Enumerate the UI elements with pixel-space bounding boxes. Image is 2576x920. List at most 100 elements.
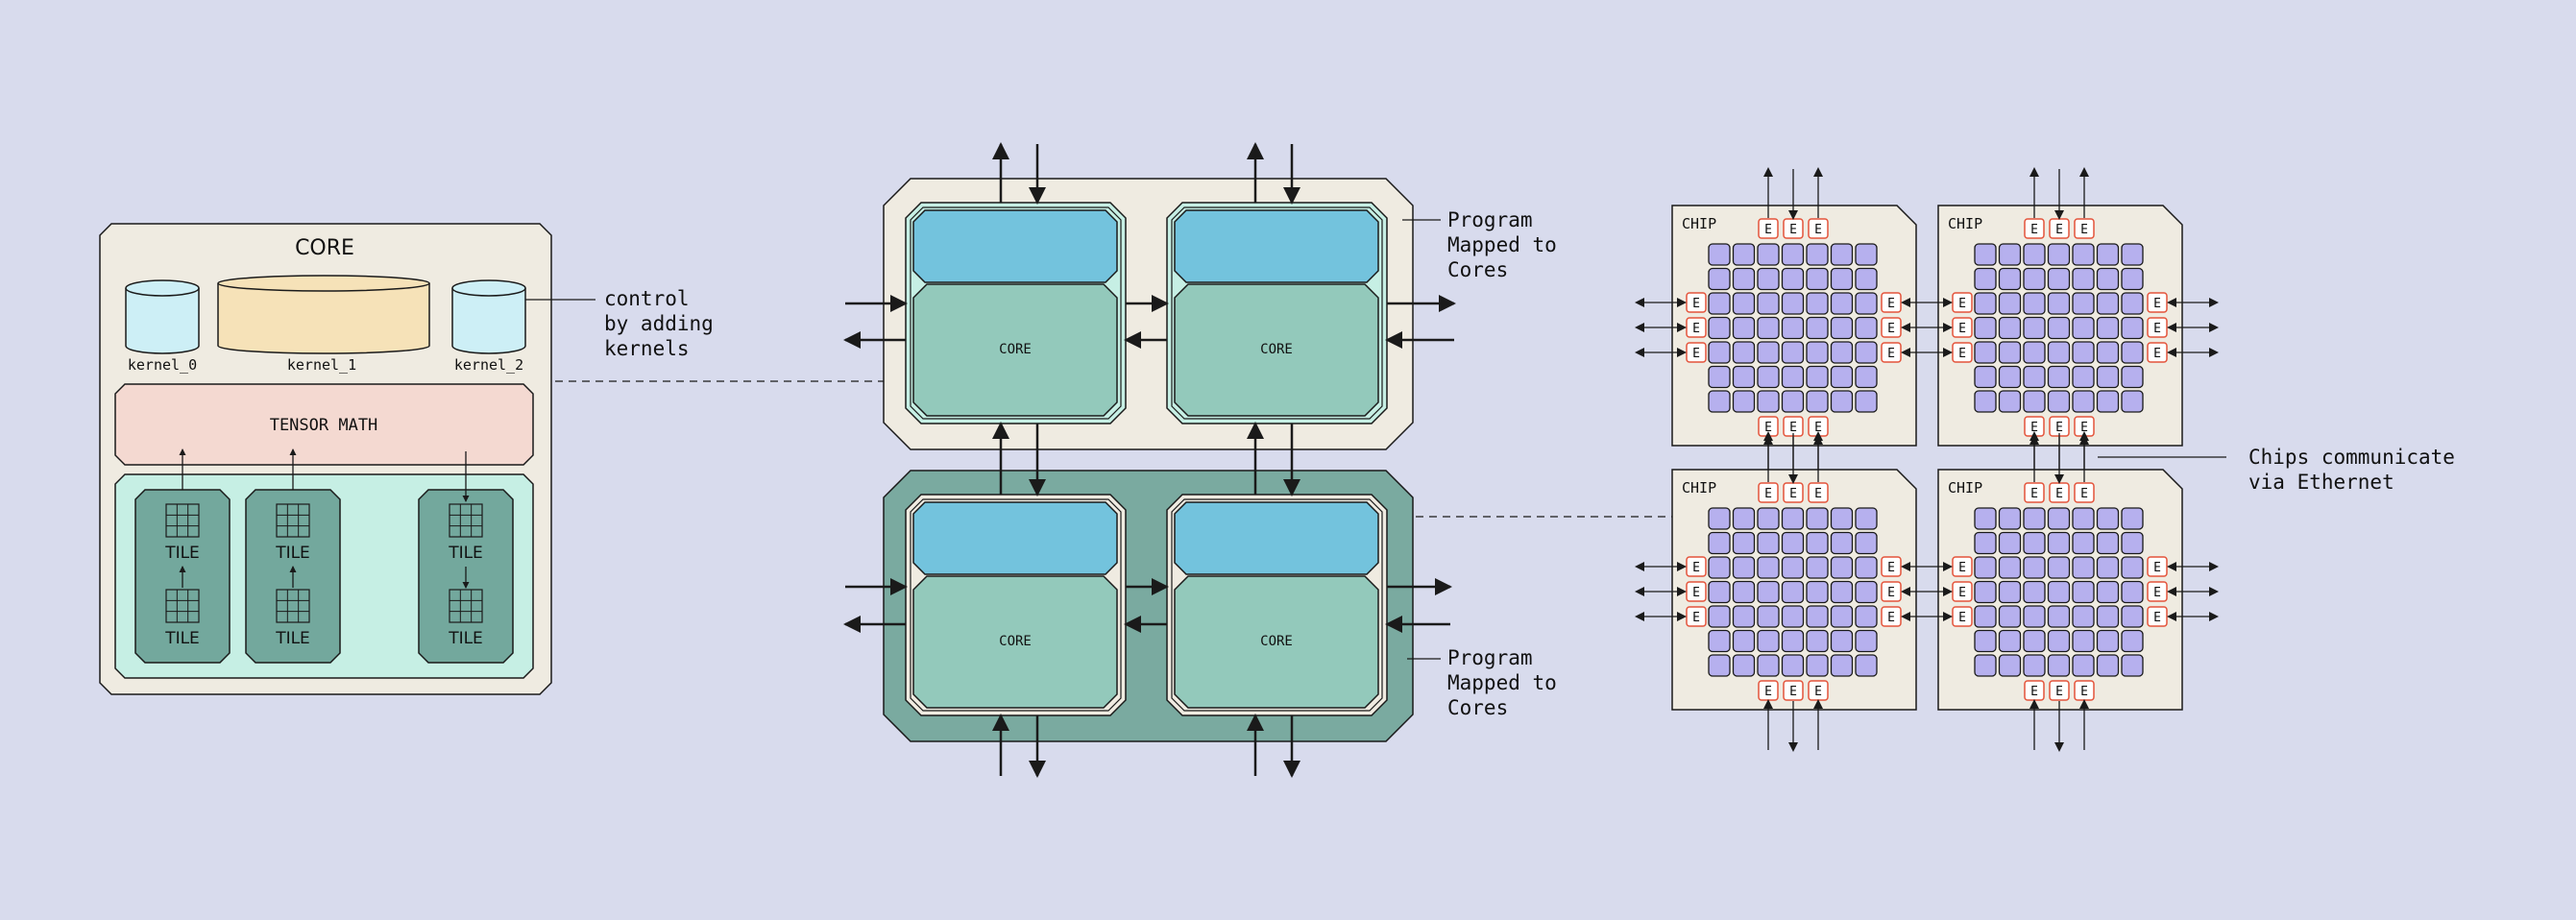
chip-compute-tile [1732, 341, 1756, 364]
chips-note-line-2: via Ethernet [2248, 471, 2394, 494]
ethernet-port-top [1758, 218, 1779, 239]
chip-compute-tile [2072, 365, 2095, 389]
chip-compute-tile [2072, 341, 2095, 364]
chip-compute-tile [1806, 267, 1829, 291]
chip-compute-tile [2096, 243, 2120, 266]
ethernet-port-right-label: E [1887, 297, 1895, 311]
ethernet-port-top-label: E [1789, 487, 1797, 501]
chip-compute-tile [1998, 580, 2022, 604]
chip-compute-tile [2023, 365, 2046, 389]
tensor-math-box [114, 383, 534, 466]
kernel-0-label: kernel_0 [128, 356, 197, 374]
chip-compute-tile [2121, 629, 2144, 653]
chip-compute-tile [1757, 316, 1780, 340]
chip-compute-tile [2047, 267, 2071, 291]
chip-compute-tile [1974, 507, 1997, 530]
chip-compute-tile [1781, 341, 1805, 364]
core-top-left-inner-border [910, 206, 1122, 420]
chips-note: Chips communicate via Ethernet [2248, 446, 2467, 494]
chip-compute-tile [1732, 292, 1756, 315]
chip-compute-tile [1830, 365, 1854, 389]
chip-compute-tile [2047, 390, 2071, 413]
chip-compute-tile [1781, 316, 1805, 340]
chip-compute-tile [1830, 580, 1854, 604]
tile-label: TILE [448, 544, 483, 563]
kernel-0-cylinder [125, 279, 200, 354]
chip-compute-tile [2047, 605, 2071, 628]
core-top-right-compute-block [1174, 283, 1379, 417]
ethernet-port-top-label: E [2080, 223, 2088, 237]
ethernet-port-top-label: E [2055, 223, 2063, 237]
chip-compute-tile [1806, 341, 1829, 364]
chip-compute-tile [1732, 654, 1756, 677]
chip-compute-tile [2121, 292, 2144, 315]
ethernet-port-top [1808, 482, 1829, 503]
chip-compute-tile [2047, 316, 2071, 340]
kernels-note-line-3: kernels [604, 337, 690, 360]
chip-compute-tile [1757, 629, 1780, 653]
chip-compute-tile [1830, 556, 1854, 579]
chip-compute-tile [2096, 292, 2120, 315]
core-bottom-left-label: CORE [999, 634, 1032, 649]
ethernet-port-left [1952, 292, 1973, 313]
chip-compute-tile [2121, 316, 2144, 340]
chip-compute-tile [1855, 556, 1878, 579]
ethernet-port-top-label: E [1814, 223, 1822, 237]
chip-compute-tile [1855, 316, 1878, 340]
chip-compute-tile [1998, 605, 2022, 628]
chip-compute-tile [1974, 556, 1997, 579]
core-top-left-compute-block [912, 283, 1118, 417]
chip-compute-tile [1781, 365, 1805, 389]
chip-compute-tile [1757, 365, 1780, 389]
chip-compute-tile [1974, 580, 1997, 604]
chip-compute-tile [1732, 365, 1756, 389]
kernel-2-label: kernel_2 [454, 356, 523, 374]
ethernet-port-top-label: E [2080, 487, 2088, 501]
chip-compute-tile [1781, 580, 1805, 604]
program-note-top-line-3: Cores [1447, 258, 1508, 281]
ethernet-port-left [1686, 317, 1707, 338]
core-top-left-cache-block [912, 209, 1118, 283]
chips-note-line-1: Chips communicate [2248, 446, 2455, 469]
ethernet-port-bottom-label: E [1764, 421, 1772, 435]
chip-compute-tile [1781, 243, 1805, 266]
chip-compute-tile [2096, 605, 2120, 628]
core-bottom-right-inner-border [1171, 498, 1383, 712]
chip-compute-tile [2047, 531, 2071, 555]
chip-compute-tile [1757, 243, 1780, 266]
chip-compute-tile [2023, 629, 2046, 653]
chip-compute-tile [1855, 267, 1878, 291]
chip-compute-tile [2121, 531, 2144, 555]
chip-compute-tile [1855, 531, 1878, 555]
ethernet-port-left [1952, 556, 1973, 577]
chip-compute-tile [1998, 341, 2022, 364]
tile-grid-icon [276, 503, 310, 538]
ethernet-port-left-label: E [1692, 297, 1700, 311]
chip-compute-tile [1732, 580, 1756, 604]
tile-label: TILE [275, 544, 310, 563]
chip-compute-tile [1974, 365, 1997, 389]
ethernet-port-left-label: E [1958, 322, 1966, 336]
chip-compute-tile [2072, 292, 2095, 315]
chip-compute-tile [1855, 341, 1878, 364]
chip-compute-tile [2023, 654, 2046, 677]
chip-compute-tile [1998, 629, 2022, 653]
chip-compute-tile [2096, 390, 2120, 413]
core-bottom-left-cache-block [912, 501, 1118, 575]
chip-compute-tile [2023, 390, 2046, 413]
kernels-note: control by adding kernels [604, 287, 725, 360]
chip-compute-tile [1757, 556, 1780, 579]
chip-compute-tile [2047, 243, 2071, 266]
ethernet-port-bottom-label: E [1814, 685, 1822, 699]
ethernet-port-right-label: E [2153, 561, 2161, 575]
chip-compute-tile [2121, 365, 2144, 389]
chip-compute-tile [1998, 243, 2022, 266]
core-bottom-left-inner-border [910, 498, 1122, 712]
chip-compute-tile [2121, 267, 2144, 291]
chip-compute-tile [1830, 243, 1854, 266]
ethernet-port-right-label: E [2153, 611, 2161, 625]
chip-compute-tile [1708, 531, 1731, 555]
ethernet-port-top-label: E [1764, 487, 1772, 501]
